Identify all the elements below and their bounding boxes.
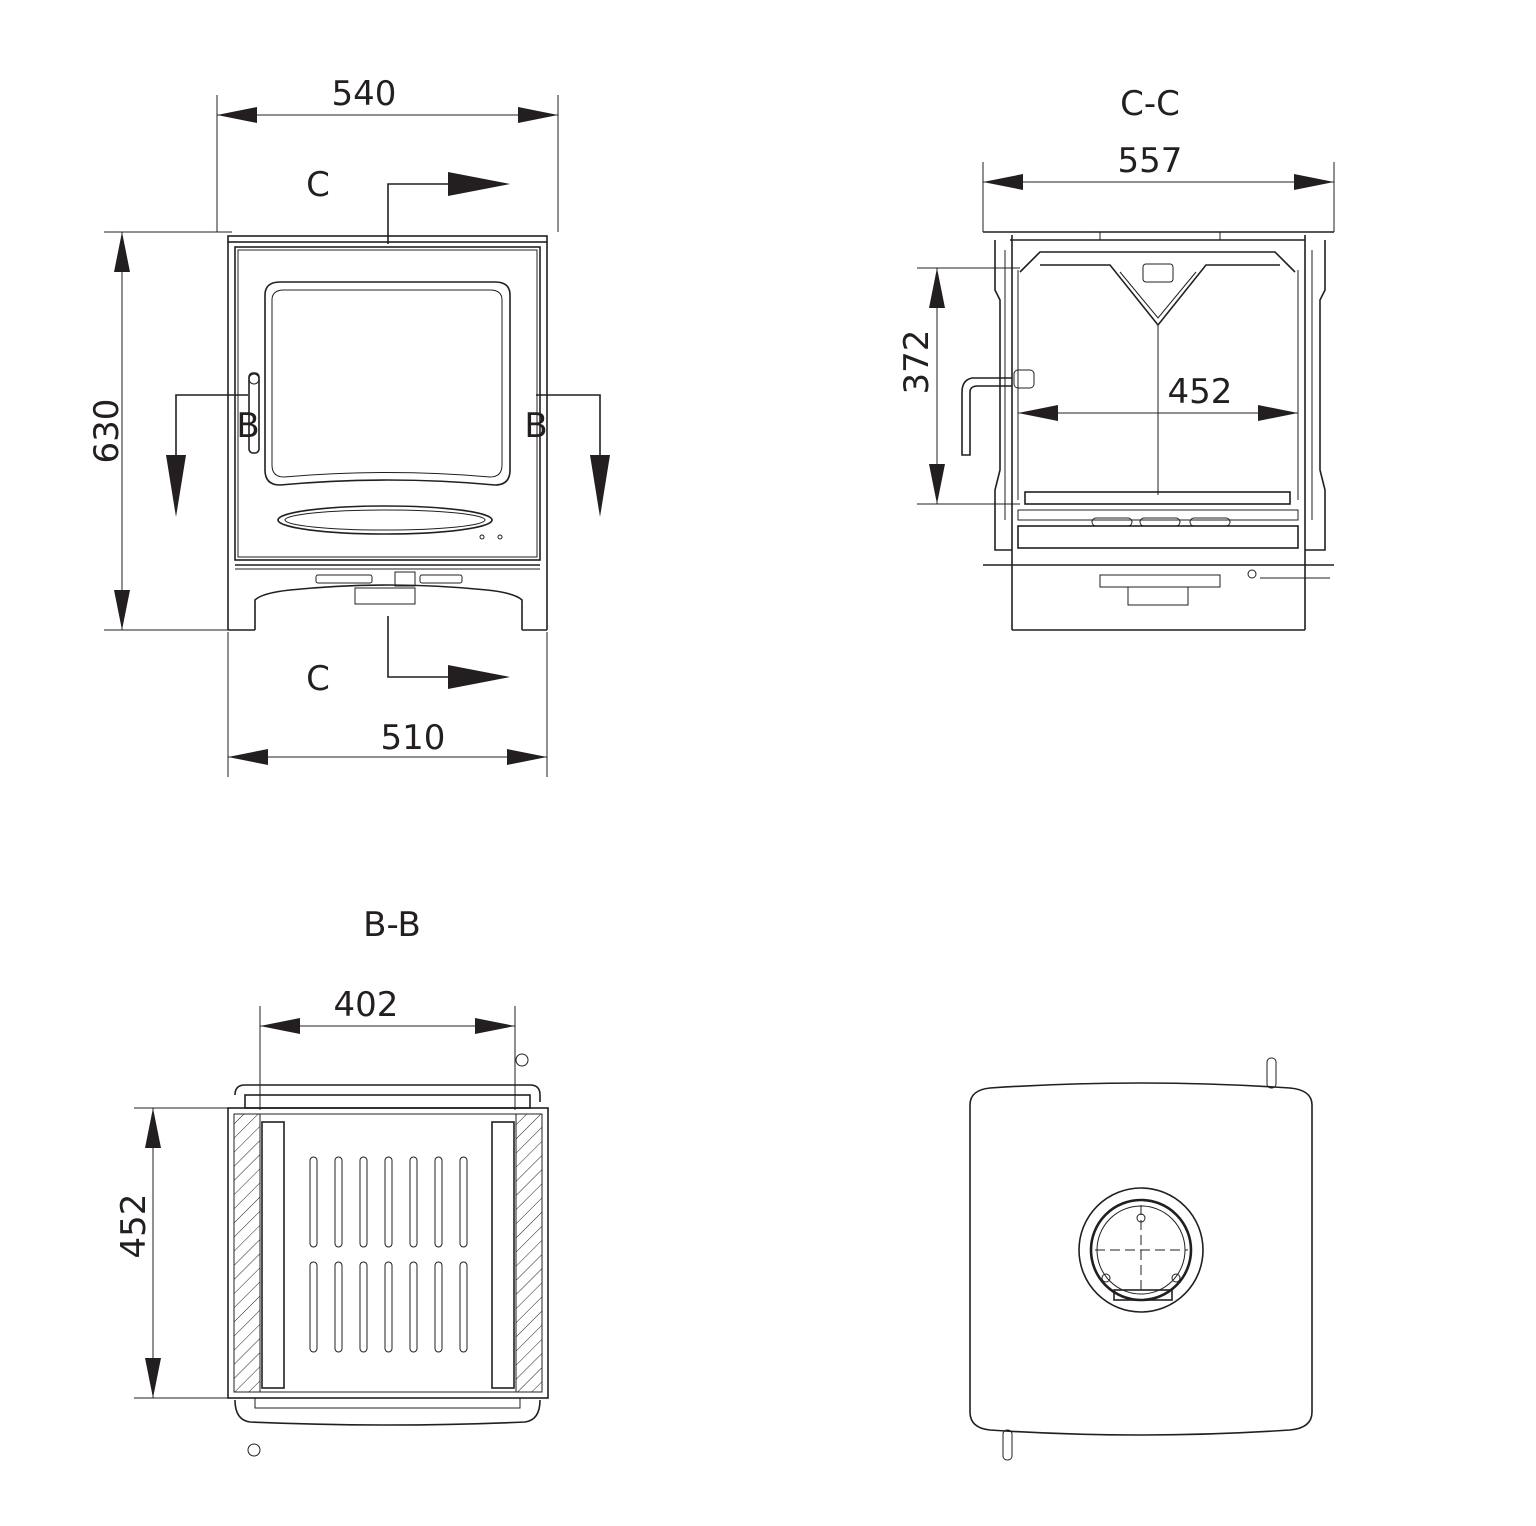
section-label-c-bottom: C: [306, 659, 330, 699]
dimension-height-372: 372: [897, 267, 1020, 505]
dimension-label-557: 557: [1118, 141, 1183, 181]
section-bb-view: B-B 402: [114, 905, 549, 1457]
dimension-label-510: 510: [381, 718, 446, 758]
dimension-width-557: 557: [982, 141, 1335, 232]
dimension-depth-452: 452: [114, 1107, 240, 1399]
section-marker-c-top: C: [306, 165, 510, 244]
section-label-b-left: B: [236, 406, 259, 446]
section-label-b-right: B: [524, 406, 547, 446]
dimension-width-bottom: 510: [227, 632, 548, 777]
dimension-label-402: 402: [334, 985, 399, 1025]
section-cc-title: C-C: [1120, 84, 1180, 124]
front-view: 540 C: [87, 74, 610, 777]
flue-collar: [1078, 1187, 1204, 1313]
dimension-label-452-depth: 452: [114, 1194, 154, 1259]
section-bb-title: B-B: [363, 905, 421, 945]
section-cc-view: C-C 557: [897, 84, 1335, 631]
top-view: [969, 1057, 1313, 1461]
dimension-label-630: 630: [87, 399, 127, 464]
dimension-label-372: 372: [897, 330, 937, 395]
section-label-c-top: C: [306, 165, 330, 205]
grate-slots: [309, 1156, 468, 1353]
section-marker-b-left: B: [166, 394, 260, 517]
dimension-label-540: 540: [332, 74, 397, 114]
dimension-height-630: 630: [87, 231, 232, 631]
section-marker-b-right: B: [524, 394, 610, 517]
dimension-width-402: 402: [259, 985, 516, 1110]
dimension-width-top: 540: [216, 74, 559, 232]
dimension-inner-width-452: 452: [1018, 372, 1298, 421]
stove-body: [227, 235, 548, 631]
section-marker-c-bottom: C: [306, 616, 510, 699]
dimension-label-452-inner: 452: [1168, 372, 1233, 412]
